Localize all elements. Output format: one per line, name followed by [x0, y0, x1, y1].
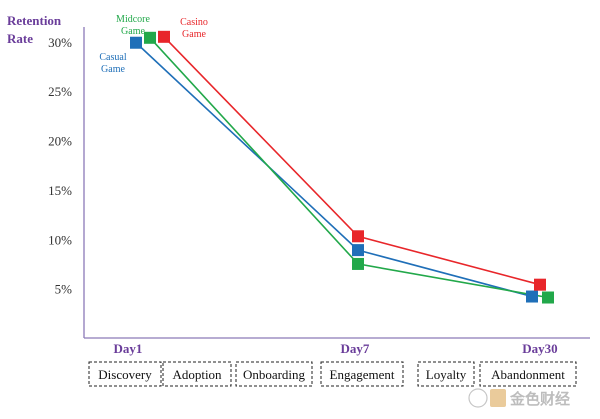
stage-box: Onboarding [235, 361, 313, 387]
x-tick-labels: Day1 Day7 Day30 [114, 341, 558, 356]
y-tick-label: 20% [48, 134, 72, 149]
stage-box: Loyalty [417, 361, 475, 387]
y-axis-title-line: Rate [7, 31, 33, 46]
series-lines [135, 36, 549, 299]
y-tick-label: 30% [48, 35, 72, 50]
stage-box-border [320, 361, 404, 387]
wechat-icon [468, 388, 488, 408]
y-tick-label: 5% [55, 282, 73, 297]
y-axis-title-line: Retention [7, 13, 62, 28]
x-tick-label: Day7 [341, 341, 370, 356]
y-tick-label: 15% [48, 183, 72, 198]
series-label: Game [121, 26, 145, 37]
series-markers [130, 30, 554, 304]
data-point [526, 290, 538, 303]
y-tick-label: 10% [48, 232, 72, 247]
stage-label: Adoption [172, 367, 222, 382]
stage-box-border [479, 361, 577, 387]
series-label: Game [101, 64, 125, 75]
y-tick-labels: 30% 25% 20% 15% 10% 5% [48, 35, 72, 297]
stage-box: Adoption [162, 361, 232, 387]
stage-box-border [88, 361, 162, 387]
stage-box: Discovery [88, 361, 162, 387]
series-label: Casual [99, 52, 126, 63]
data-point [352, 230, 364, 243]
axes [83, 27, 590, 339]
watermark: 金色财经 [468, 388, 570, 408]
stage-boxes: Discovery Adoption Onboarding Engagement Loy… [88, 361, 577, 387]
series-label: Casino [180, 17, 208, 28]
stage-box-border [162, 361, 232, 387]
x-tick-label: Day30 [522, 341, 557, 356]
series-label: Midcore [116, 14, 150, 25]
stage-box: Engagement [320, 361, 404, 387]
series-line-0 [135, 42, 533, 298]
series-line-1 [149, 37, 549, 299]
data-point [352, 257, 364, 270]
data-point [352, 244, 364, 257]
series-label: Game [182, 29, 206, 40]
y-tick-label: 25% [48, 84, 72, 99]
x-tick-label: Day1 [114, 341, 143, 356]
data-point [130, 36, 142, 49]
data-point [144, 31, 156, 44]
watermark-logo: 金色财经 [468, 388, 570, 408]
watermark-text: 金色财经 [509, 390, 570, 408]
stage-label: Discovery [98, 367, 152, 382]
stage-box-border [235, 361, 313, 387]
stage-label: Loyalty [426, 367, 467, 382]
stage-box: Abandonment [479, 361, 577, 387]
stage-label: Abandonment [491, 367, 565, 382]
data-point [534, 278, 546, 291]
stage-label: Onboarding [243, 367, 306, 382]
data-point [158, 30, 170, 43]
stage-box-border [417, 361, 475, 387]
data-point [542, 291, 554, 304]
logo-icon [490, 389, 506, 407]
stage-label: Engagement [330, 367, 395, 382]
